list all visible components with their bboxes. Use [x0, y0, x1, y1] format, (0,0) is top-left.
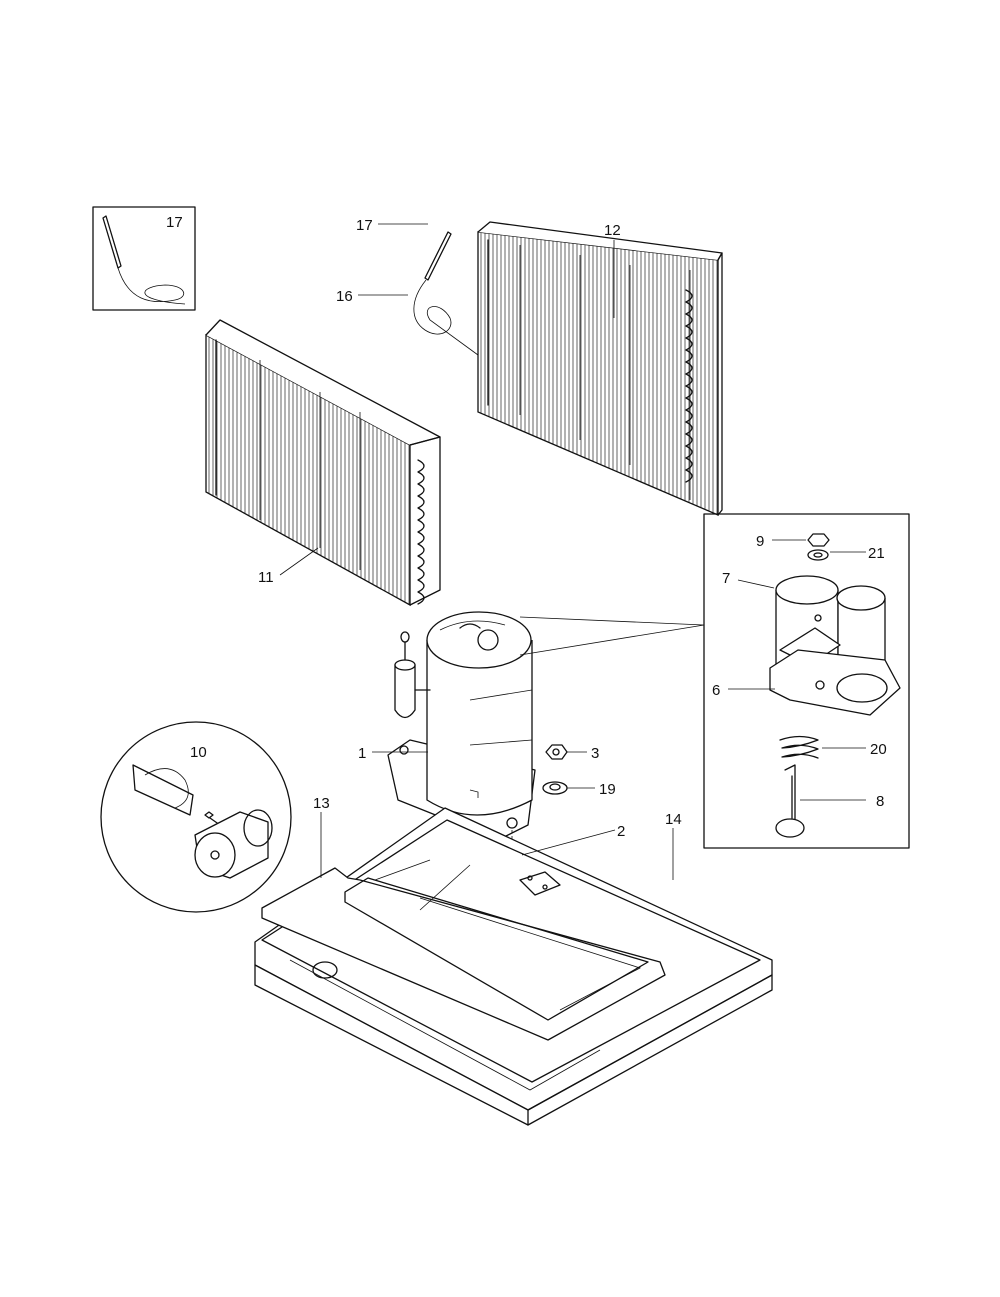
callout-12: 12 [604, 222, 621, 239]
inset-box-filter [92, 206, 196, 311]
callout-2: 2 [617, 823, 625, 840]
callout-16: 16 [336, 288, 353, 305]
leader-lines [279, 223, 866, 880]
callout-13: 13 [313, 795, 330, 812]
coil-12-return-bends [685, 289, 693, 483]
callout-11: 11 [258, 569, 274, 586]
coil-12 [477, 221, 723, 516]
callout-14: 14 [665, 811, 682, 828]
callout-labels: 17 17 16 12 11 9 21 7 6 20 8 1 3 19 2 10… [166, 214, 887, 840]
inset-circle-capacitor [100, 721, 292, 913]
callout-17-inset: 17 [166, 214, 183, 231]
callout-8: 8 [876, 793, 884, 810]
grommet-19 [542, 781, 568, 795]
coil-11 [205, 319, 441, 607]
callout-17: 17 [356, 217, 373, 234]
compressor [387, 611, 536, 841]
callout-7: 7 [722, 570, 730, 587]
callout-3: 3 [591, 745, 599, 762]
nut-3 [545, 744, 568, 760]
callout-20: 20 [870, 741, 887, 758]
callout-21: 21 [868, 545, 885, 562]
coil-11-return-bends [417, 459, 425, 605]
callout-1: 1 [358, 745, 366, 762]
capillary-16-17 [413, 231, 479, 356]
callout-9: 9 [756, 533, 764, 550]
callout-6: 6 [712, 682, 720, 699]
drain-tray [261, 859, 666, 1041]
callout-10: 10 [190, 744, 207, 761]
detail-box-protector [519, 513, 910, 849]
callout-19: 19 [599, 781, 616, 798]
